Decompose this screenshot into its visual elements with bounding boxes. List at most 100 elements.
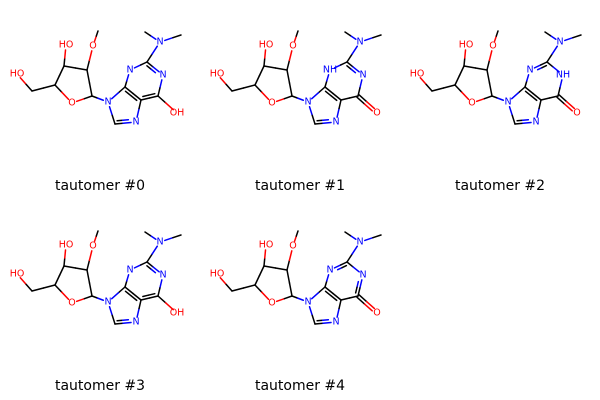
bond-n3-c2 <box>333 261 348 269</box>
bond-ndimethyl-methyl1 <box>344 31 357 40</box>
bond-c4-n9 <box>310 86 326 100</box>
bond-n9-c8 <box>508 106 516 125</box>
bond-c1p-n9 <box>291 295 305 301</box>
bond-c2-n1 <box>346 61 360 73</box>
atom-label-o-methoxy: O <box>89 41 96 52</box>
atom-label-n9: N <box>304 97 311 108</box>
bond-o4p-c1p <box>475 95 493 103</box>
bond-c4p-o4p <box>254 84 270 101</box>
bond-o4p-c1p <box>275 295 293 303</box>
atom-label-o-ring: O <box>68 98 75 109</box>
bond-c5p-c4p <box>431 84 456 92</box>
bond-c1p-c2p <box>486 69 493 97</box>
atom-label-n7: N <box>532 117 539 128</box>
bond-n9-c8 <box>308 106 316 125</box>
atom-label-o6: O <box>573 108 580 119</box>
bond-c2p-c3p <box>63 65 88 71</box>
bond-c4-n3 <box>324 74 330 88</box>
bond-c3p-c4p <box>254 65 265 86</box>
bond-c8-n7-inner <box>116 118 130 122</box>
bond-c6-c5 <box>340 295 359 301</box>
bond-n1-c6 <box>157 79 163 97</box>
bond-c3p-o3p <box>263 49 267 67</box>
atom-label-o-ring: O <box>268 98 275 109</box>
bond-n3-c2 <box>133 261 148 269</box>
bond-ho5-c5p <box>219 276 233 292</box>
tautomer-caption: tautomer #1 <box>254 178 346 194</box>
atom-label-n9: N <box>104 297 111 308</box>
atom-label-n-dimethyl: N <box>356 37 363 48</box>
atom-label-ho-5prime: HO <box>10 269 25 280</box>
atom-label-n3: N <box>326 265 333 276</box>
bond-c6-o6 <box>556 94 576 112</box>
bond-n1-c6 <box>357 79 363 97</box>
bond-c2-n1-inner <box>146 265 157 274</box>
bond-c8-n7-inner <box>516 118 530 122</box>
bond-c2p-c3p <box>263 265 288 271</box>
bond-ndimethyl-methyl1 <box>344 231 357 240</box>
bond-c2-ndimethyl <box>346 45 359 63</box>
bond-c2p-o2p <box>86 50 93 71</box>
bond-c5-c4-inner <box>524 90 538 102</box>
bond-n9-c8 <box>108 306 116 325</box>
bond-ho5-c5p <box>219 76 233 92</box>
bond-ho5-c5p <box>19 76 33 92</box>
bond-c5p-c4p <box>231 84 256 92</box>
bond-o2p-methyl <box>93 230 99 243</box>
bond-c2p-c3p <box>463 65 488 71</box>
bond-c4-n3 <box>524 74 530 88</box>
bond-o2p-methyl <box>493 30 499 43</box>
bond-c2p-c3p <box>263 65 288 71</box>
bond-c6-c5 <box>540 95 559 101</box>
bond-ho5-c5p <box>419 76 433 92</box>
atom-label-n1: N <box>359 270 366 281</box>
atom-label-n9: N <box>504 97 511 108</box>
bond-c6-c5 <box>140 295 159 301</box>
atom-label-n-dimethyl: N <box>356 237 363 248</box>
atom-label-o-methoxy: O <box>289 241 296 252</box>
bond-ndimethyl-methyl1 <box>144 231 157 240</box>
atom-label-n1: N <box>359 70 366 81</box>
atom-label-n-dimethyl: N <box>556 37 563 48</box>
bond-c5-c4 <box>324 286 342 301</box>
bond-o2p-methyl <box>293 230 299 243</box>
bond-c6-o6 <box>356 294 376 312</box>
bond-c8-n7 <box>314 321 332 325</box>
bond-c4p-o4p <box>54 284 70 301</box>
atom-label-n1: N <box>159 270 166 281</box>
bond-c1p-c2p <box>286 69 293 97</box>
bond-c3p-c4p <box>54 65 65 86</box>
bond-c5-c4-inner <box>124 290 138 302</box>
bond-c6-c5-inner <box>142 292 156 298</box>
bond-c4p-o4p <box>254 284 270 301</box>
bond-c6-c5 <box>140 95 159 101</box>
bond-c2p-o2p <box>486 50 493 71</box>
bond-c5-c4-inner <box>124 90 138 102</box>
bond-n3-c2 <box>533 61 548 69</box>
bond-c8-n7-inner <box>316 118 330 122</box>
atom-label-n3: NH <box>323 65 337 76</box>
bond-c5-c4 <box>524 86 542 101</box>
bond-c2p-o2p <box>286 250 293 271</box>
bond-n3-c2 <box>133 61 148 69</box>
bond-c2p-c3p <box>63 265 88 271</box>
atom-label-ho-3prime: HO <box>259 240 274 251</box>
bond-c2p-o2p <box>86 250 93 271</box>
bond-c4-n9 <box>510 86 526 100</box>
bond-c1p-n9 <box>291 95 305 101</box>
bond-c8-n7-inner <box>316 318 330 322</box>
atom-label-o-methoxy: O <box>289 41 296 52</box>
atom-label-n3: N <box>526 65 533 76</box>
atom-label-n3: N <box>126 65 133 76</box>
bond-c2-n1 <box>346 261 360 273</box>
atom-label-o-ring: O <box>68 298 75 309</box>
bond-n1-c6 <box>157 279 163 297</box>
atom-label-n7: N <box>332 317 339 328</box>
bond-c1p-n9 <box>91 295 105 301</box>
bond-ndimethyl-methyl2 <box>163 234 182 242</box>
